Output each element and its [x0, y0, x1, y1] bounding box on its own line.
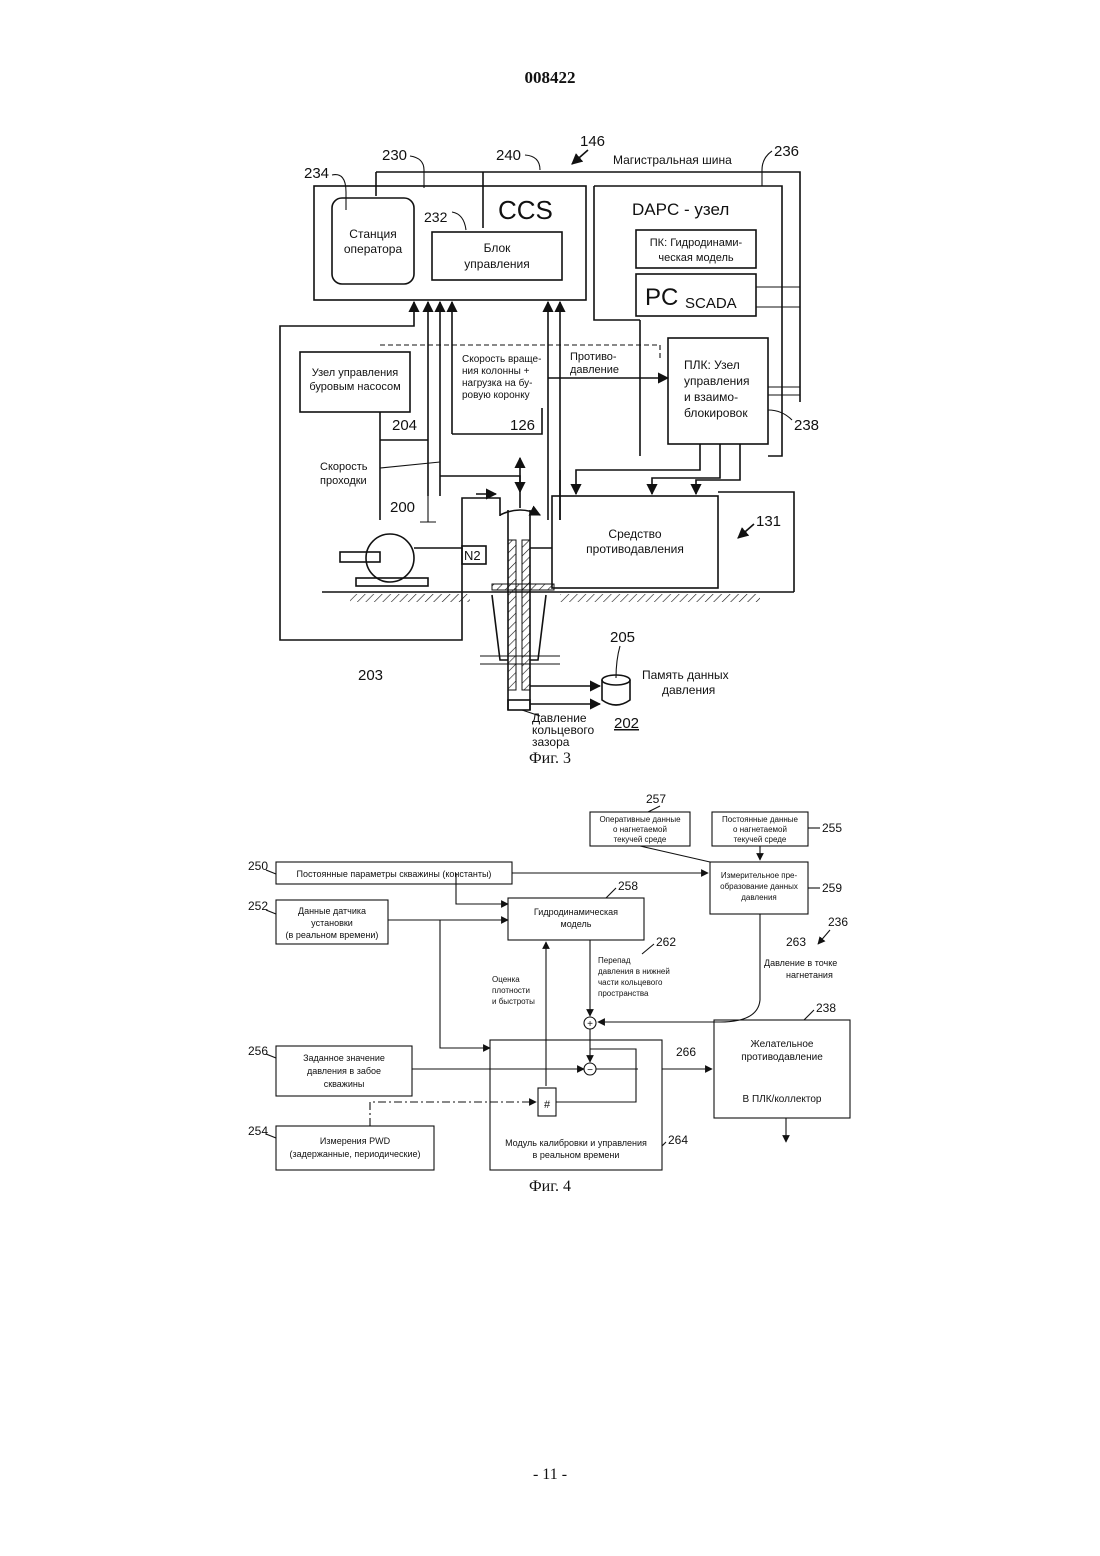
setpoint-label-3: скважины [324, 1079, 365, 1089]
hydro-label-1: Гидродинамическая [534, 907, 618, 917]
ref-264: 264 [668, 1133, 688, 1147]
ref-257: 257 [646, 792, 666, 806]
desired-label-3: В ПЛК/коллектор [743, 1094, 822, 1105]
ref-250: 250 [248, 859, 268, 873]
ref-255: 255 [822, 821, 842, 835]
ref-258: 258 [618, 879, 638, 893]
fig4-caption: Фиг. 4 [0, 1178, 1100, 1196]
ref-238: 238 [816, 1001, 836, 1015]
ref-254: 254 [248, 1124, 268, 1138]
ref-266: 266 [676, 1045, 696, 1059]
minus-sign: − [587, 1065, 593, 1076]
ref-252: 252 [248, 899, 268, 913]
constant-label-3: текучей среде [734, 835, 787, 844]
est-label-2: плотности [492, 986, 530, 995]
setpoint-label-2: давления в забое [307, 1066, 381, 1076]
meas-label-2: образование данных [720, 882, 798, 891]
module-label-1: Модуль калибровки и управления [505, 1138, 647, 1148]
sensor-label-2: установки [311, 918, 353, 928]
ref-263: 263 [786, 935, 806, 949]
setpoint-label-1: Заданное значение [303, 1053, 385, 1063]
est-label-1: Оценка [492, 975, 520, 984]
constant-label-2: о нагнетаемой [733, 825, 787, 834]
drop-label-1: Перепад [598, 956, 631, 965]
operative-label-3: текучей среде [614, 835, 667, 844]
inj-label-2: нагнетания [786, 970, 833, 980]
ref-259: 259 [822, 881, 842, 895]
well-constants-label: Постоянные параметры скважины (константы… [297, 869, 492, 879]
meas-label-1: Измерительное пре- [721, 871, 798, 880]
drop-label-4: пространства [598, 989, 649, 998]
inj-label-1: Давление в точке [764, 958, 837, 968]
pwd-label-1: Измерения PWD [320, 1136, 391, 1146]
operative-label-2: о нагнетаемой [613, 825, 667, 834]
hydro-label-2: модель [561, 919, 592, 929]
meas-label-3: давления [741, 893, 777, 902]
ref-262: 262 [656, 935, 676, 949]
pwd-label-2: (задержанные, периодические) [290, 1149, 421, 1159]
est-label-3: и быстроты [492, 997, 535, 1006]
operative-label-1: Оперативные данные [599, 815, 681, 824]
plus-sign: + [587, 1019, 593, 1030]
module-label-2: в реальном времени [533, 1150, 620, 1160]
desired-label-2: противодавление [741, 1052, 823, 1063]
ref-256: 256 [248, 1044, 268, 1058]
sensor-label-3: (в реальном времени) [286, 930, 379, 940]
page-footer: - 11 - [0, 1466, 1100, 1484]
ref-236: 236 [828, 915, 848, 929]
desired-label-1: Желательное [751, 1039, 814, 1050]
drop-label-2: давления в нижней [598, 967, 670, 976]
drop-label-3: части кольцевого [598, 978, 663, 987]
pwd-box [276, 1126, 434, 1170]
constant-label-1: Постоянные данные [722, 815, 799, 824]
hash-sign: # [544, 1099, 551, 1111]
sensor-label-1: Данные датчика [298, 906, 366, 916]
